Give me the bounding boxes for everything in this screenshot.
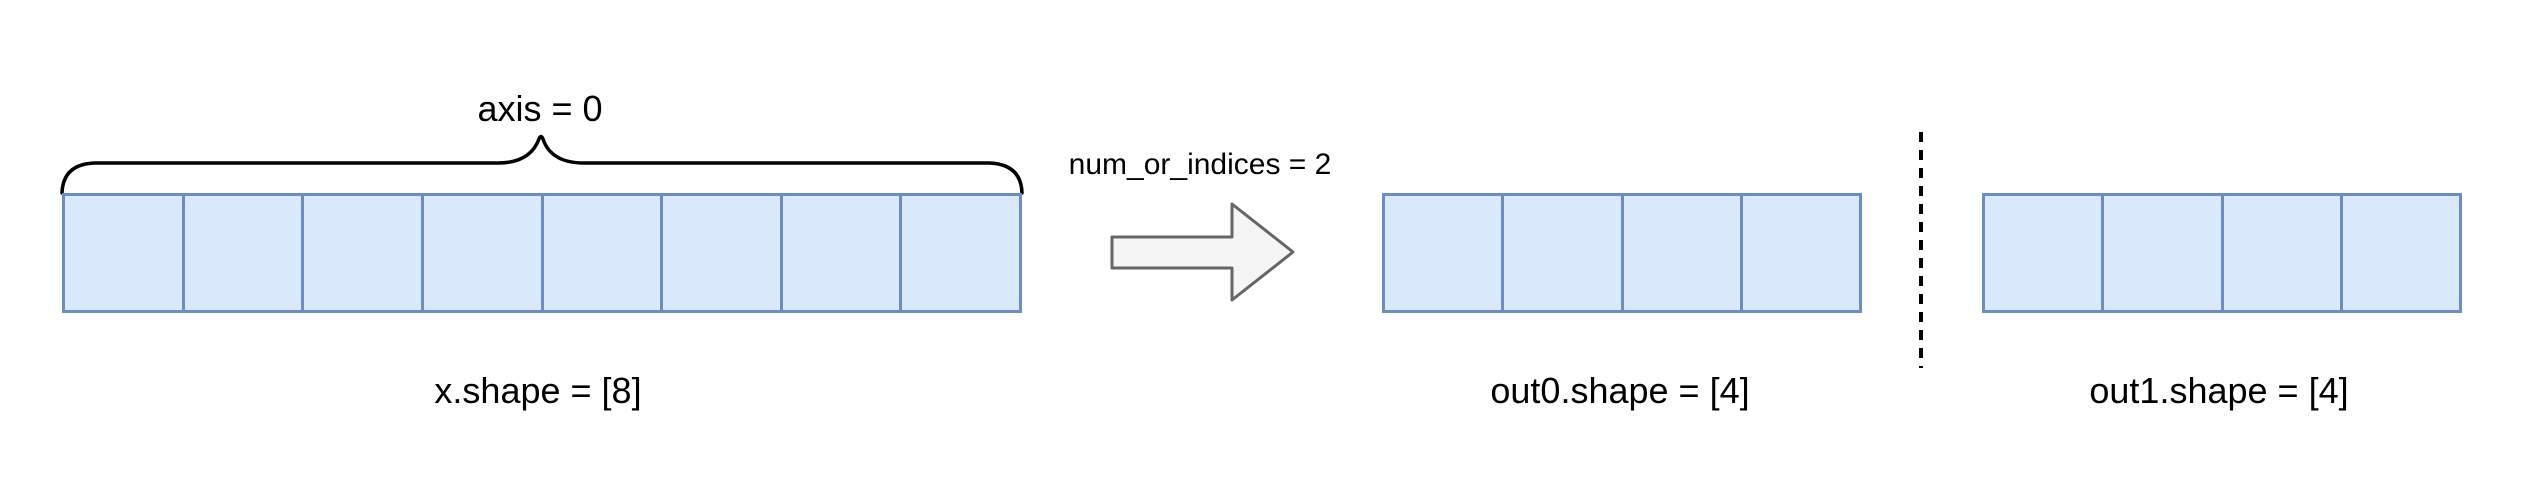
array-cell	[420, 196, 541, 310]
array-cell	[1620, 196, 1740, 310]
array-cell	[779, 196, 900, 310]
num-or-indices-label: num_or_indices = 2	[1068, 148, 1332, 181]
array-cell	[65, 196, 182, 310]
array-cell	[2101, 196, 2220, 310]
array-cell	[1385, 196, 1501, 310]
array-cell	[301, 196, 421, 310]
array-cell	[660, 196, 780, 310]
out1-array	[1982, 193, 2462, 313]
out1-shape-label: out1.shape = [4]	[2089, 370, 2349, 411]
array-cell	[2220, 196, 2340, 310]
axis-brace	[60, 134, 1024, 195]
out0-array	[1382, 193, 1862, 313]
array-cell	[1985, 196, 2101, 310]
x-array	[62, 193, 1022, 313]
array-cell	[899, 196, 1019, 310]
array-cell	[1501, 196, 1620, 310]
array-cell	[181, 196, 302, 310]
axis-label: axis = 0	[477, 88, 603, 129]
array-cell	[540, 196, 661, 310]
array-cell	[1739, 196, 1859, 310]
right-arrow-icon	[1110, 202, 1295, 302]
out0-shape-label: out0.shape = [4]	[1490, 370, 1750, 411]
x-shape-label: x.shape = [8]	[434, 370, 642, 411]
array-cell	[2339, 196, 2459, 310]
